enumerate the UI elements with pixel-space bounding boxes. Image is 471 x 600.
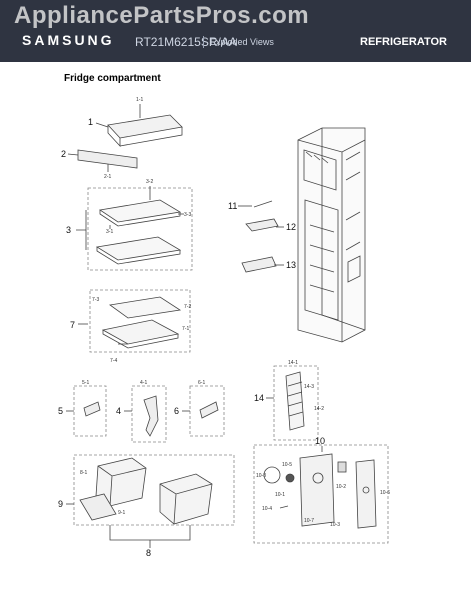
callout-3: 3 [66,225,71,235]
callout-10-5: 10-5 [282,462,292,468]
callout-10-3: 10-3 [330,522,340,528]
callout-7-2: 7-2 [184,304,191,310]
part-10-box [253,444,389,544]
part-12-bracket [245,218,279,232]
callout-8: 8 [146,548,151,558]
part-5-box [73,385,107,437]
part-6-clip [199,401,219,419]
part-14-box [273,365,319,441]
callout-6-1: 6-1 [198,380,205,386]
part-3-shelf-lower [95,236,182,265]
watermark-text: AppliancePartsPros.com [14,2,310,29]
views-label: Exploded Views [210,37,274,47]
callout-7-4: 7-4 [110,358,117,364]
callout-6: 6 [174,406,179,416]
callout-3-3: 3-3 [184,212,191,218]
callout-7-3: 7-3 [92,297,99,303]
callout-7-1: 7-1 [182,326,189,332]
brand-logo: SAMSUNG [22,32,115,48]
callout-3-1: 3-1 [106,229,113,235]
callout-10-2: 10-2 [336,484,346,490]
part-13-bracket [241,256,277,273]
callout-13: 13 [286,260,296,270]
part-10-5-knob [285,473,295,483]
callout-2: 2 [61,149,66,159]
callout-12: 12 [286,222,296,232]
part-7-group-box [89,289,191,353]
part-10-8-lamp [263,466,281,484]
callout-10-4: 10-4 [262,506,272,512]
callout-8-1: 8-1 [80,470,87,476]
part-7-glass [108,296,182,319]
callout-10: 10 [315,436,325,446]
callout-11: 11 [228,201,237,211]
part-3-group-box [87,187,193,271]
callout-1-1: 1-1 [136,97,143,103]
callout-7: 7 [70,320,75,330]
part-8-box [73,454,235,526]
part-1-tray [107,104,183,148]
part-4-box [131,385,167,443]
callout-5-1: 5-1 [82,380,89,386]
callout-9: 9 [58,499,63,509]
header-bar: AppliancePartsPros.com SAMSUNG RT21M6215… [0,0,471,62]
part-2-bar [77,149,138,172]
callout-1: 1 [88,117,93,127]
callout-5: 5 [58,406,63,416]
refrigerator-cabinet [297,127,366,343]
part-11-rod [253,200,273,208]
part-5-clip [83,401,101,417]
part-7-frame [101,319,180,349]
callout-10-1: 10-1 [275,492,285,498]
part-8-crisper-right [159,473,213,525]
callout-10-7: 10-7 [304,518,314,524]
callout-4-1: 4-1 [140,380,147,386]
callout-2-1: 2-1 [104,174,111,180]
callout-10-8: 10-8 [256,473,266,479]
callout-14-1: 14-1 [288,360,298,366]
callout-14-2: 14-2 [314,406,324,412]
callout-14-3: 14-3 [304,384,314,390]
part-14-case [285,371,305,431]
part-9-1-cover [79,493,117,521]
part-3-shelf-upper [98,199,182,227]
part-4-bracket [143,395,159,437]
callout-4: 4 [116,406,121,416]
part-10-6-cover [355,459,377,529]
model-number: RT21M6215SR/AA [135,35,237,49]
section-title: Fridge compartment [64,73,161,84]
category-label: REFRIGERATOR [360,36,447,48]
callout-9-1: 9-1 [118,510,125,516]
header-divider [203,36,204,48]
callout-10-6: 10-6 [380,490,390,496]
callout-14: 14 [254,393,264,403]
callout-3-2: 3-2 [146,179,153,185]
part-10-panel [299,453,335,527]
